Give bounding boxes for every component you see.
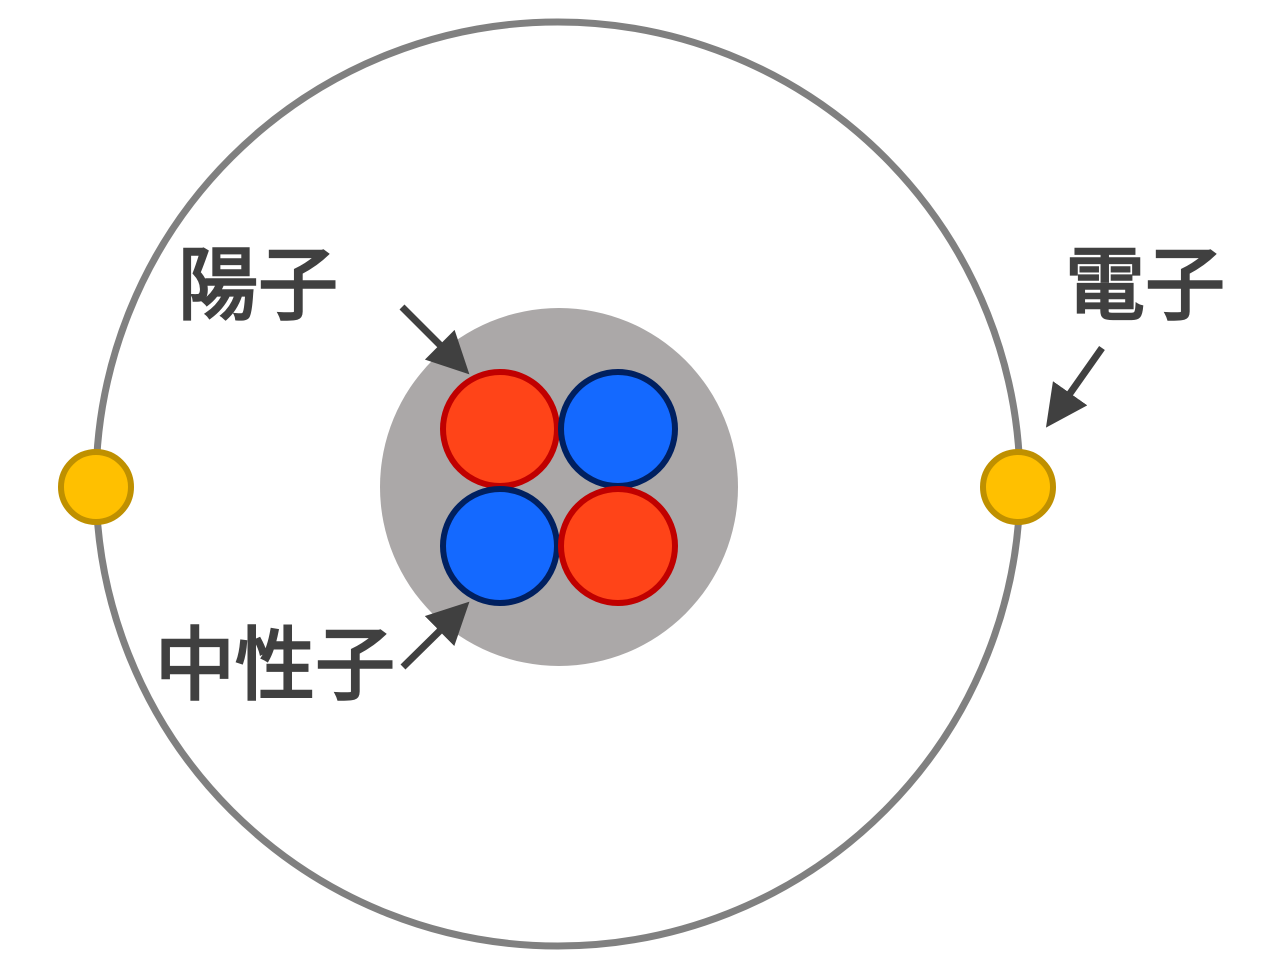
electron-right <box>983 452 1053 522</box>
neutron-top-right <box>561 372 675 486</box>
neutron-arrow <box>403 609 462 667</box>
nucleus <box>380 308 738 666</box>
proton-top-left <box>443 372 557 486</box>
proton-arrow <box>402 307 462 367</box>
electron-arrow <box>1052 348 1102 419</box>
electron-label: 電子 <box>1065 239 1225 332</box>
neutron-label: 中性子 <box>155 619 395 712</box>
proton-label: 陽子 <box>178 239 338 332</box>
neutron-bottom-left <box>443 489 557 603</box>
electron-left <box>61 452 131 522</box>
proton-bottom-right <box>561 489 675 603</box>
